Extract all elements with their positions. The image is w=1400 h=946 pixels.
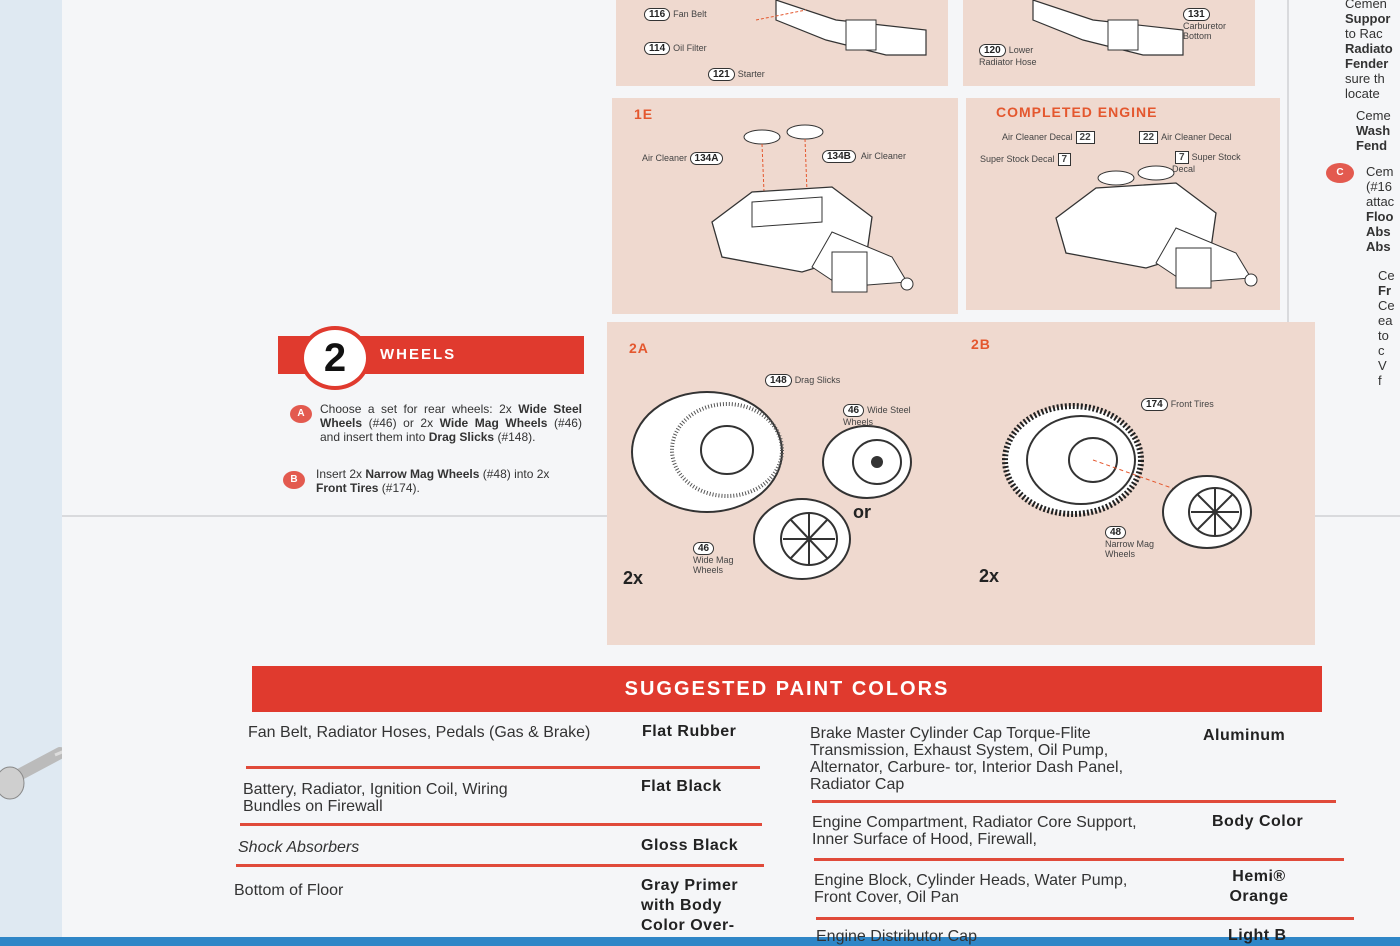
instruction-badge-b: B: [283, 471, 305, 489]
paint-part: Bottom of Floor: [234, 882, 344, 899]
right-edge-line: to Rac: [1345, 26, 1383, 41]
row-divider: [814, 858, 1344, 861]
completed-engine-drawing: [1055, 165, 1258, 289]
paint-color: Hemi® Orange: [1229, 868, 1289, 905]
row-divider: [812, 800, 1336, 803]
paint-color: Flat Rubber: [642, 723, 737, 740]
right-edge-line: Wash: [1356, 123, 1391, 138]
right-edge-line: Floo: [1366, 209, 1394, 224]
right-edge-line: ea: [1378, 313, 1393, 328]
callout-carburetor-bottom: 131Carburetor Bottom: [1183, 8, 1227, 41]
callout-air-cleaner-a: Air Cleaner 134A: [642, 152, 726, 165]
engine-drawing: [755, 0, 927, 56]
paint-part: Shock Absorbers: [238, 839, 360, 856]
panel-label: 1E: [634, 106, 654, 122]
or-label: or: [853, 502, 871, 522]
engine-assembly-drawing: [711, 124, 914, 293]
qty-2b: 2x: [979, 566, 1000, 586]
fold-line: [1287, 0, 1289, 330]
paint-color: Flat Black: [641, 778, 722, 795]
step-title: WHEELS: [380, 346, 457, 363]
right-edge-line: Fend: [1356, 138, 1388, 153]
paint-color: Body Color: [1212, 813, 1304, 830]
right-edge-line: Cemen: [1345, 0, 1387, 11]
right-edge-line: Fr: [1378, 283, 1391, 298]
panel-label: COMPLETED ENGINE: [996, 104, 1158, 120]
paint-part: Fan Belt, Radiator Hoses, Pedals (Gas & …: [248, 724, 591, 741]
right-edge-line: sure th: [1345, 71, 1385, 86]
right-edge-line: (#16: [1366, 179, 1393, 194]
instruction-a: Choose a set for rear wheels: 2x Wide St…: [320, 402, 582, 444]
row-divider: [236, 864, 764, 867]
right-edge-line: f: [1378, 373, 1382, 388]
right-edge-line: Radiato: [1345, 41, 1393, 56]
row-divider: [240, 823, 762, 826]
instruction-b: Insert 2x Narrow Mag Wheels (#48) into 2…: [316, 467, 550, 495]
narrow-mag-wheel-drawing: [1162, 475, 1252, 549]
paint-color: Gloss Black: [641, 837, 739, 854]
paint-color: Light B: [1228, 927, 1287, 944]
instruction-badge-c: C: [1326, 163, 1354, 183]
front-tire-drawing: [1002, 403, 1184, 517]
right-edge-line: Ceme: [1356, 108, 1391, 123]
paint-color: Gray Primer with Body Color Over-: [641, 877, 739, 934]
panel-label-2b: 2B: [971, 336, 991, 352]
paint-part: Engine Block, Cylinder Heads, Water Pump…: [814, 872, 1128, 906]
panel-label-2a: 2A: [629, 340, 649, 356]
row-divider: [816, 917, 1354, 920]
instruction-badge-a: A: [290, 405, 312, 423]
paint-part: Battery, Radiator, Ignition Coil, Wiring…: [243, 781, 508, 815]
right-edge-line: Ce: [1378, 298, 1395, 313]
drag-slick-drawing: [631, 391, 784, 513]
right-edge-line: c: [1378, 343, 1385, 358]
paint-part: Brake Master Cylinder Cap Torque-Flite T…: [810, 725, 1124, 793]
right-edge-line: Ce: [1378, 268, 1395, 283]
row-divider: [246, 766, 760, 769]
step-number: 2: [300, 326, 370, 390]
engine-drawing: [1032, 0, 1184, 56]
right-edge-line: V: [1378, 358, 1387, 373]
right-edge-line: Cem: [1366, 164, 1394, 179]
right-edge-line: Fender: [1345, 56, 1389, 71]
callout-air-cleaner-b: 134B Air Cleaner: [822, 150, 906, 163]
right-edge-line: attac: [1366, 194, 1395, 209]
right-edge-line: locate: [1345, 86, 1380, 101]
right-edge-line: Abs: [1366, 224, 1391, 239]
right-edge-line: Suppor: [1345, 11, 1391, 26]
paint-part: Engine Compartment, Radiator Core Suppor…: [812, 814, 1137, 848]
qty-2a: 2x: [623, 568, 644, 588]
wide-steel-wheel-drawing: [822, 425, 912, 499]
right-edge-line: Abs: [1366, 239, 1391, 254]
right-edge-line: to: [1378, 328, 1389, 343]
paint-colors-header: SUGGESTED PAINT COLORS: [252, 666, 1322, 712]
wide-mag-wheel-drawing: [753, 498, 851, 580]
paint-color: Aluminum: [1203, 727, 1286, 744]
panel-1e: 1E Air Cleaner 134A 134B Air Cleaner: [612, 98, 958, 314]
